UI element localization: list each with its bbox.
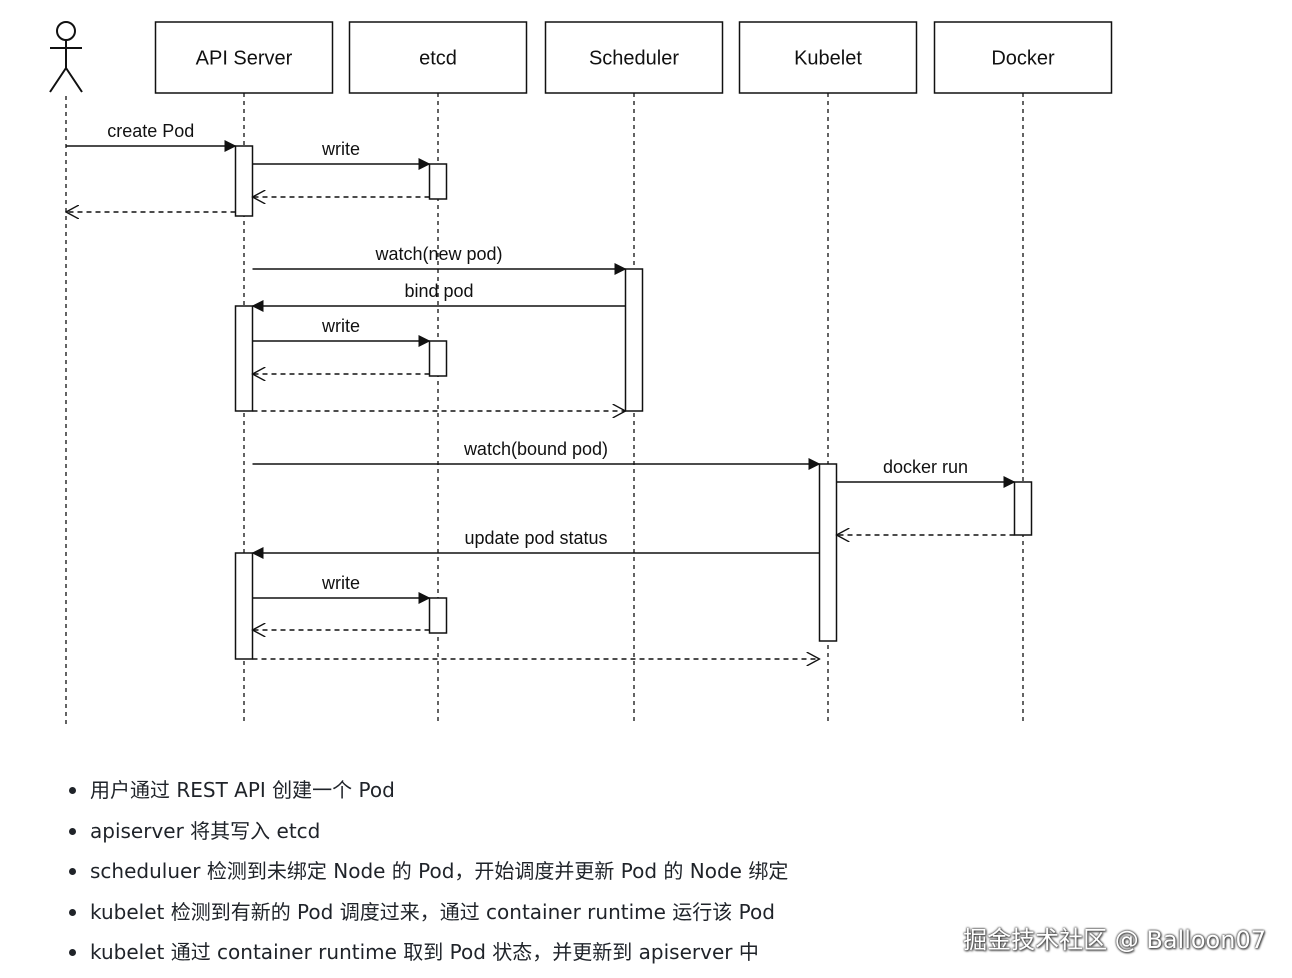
participant-label-etcd: etcd [419, 48, 457, 70]
list-item: 用户通过 REST API 创建一个 Pod [62, 770, 788, 811]
message-label: update pod status [464, 528, 607, 548]
activation-bar-etcd [428, 597, 448, 634]
list-item: kubelet 检测到有新的 Pod 调度过来，通过 container run… [62, 892, 788, 933]
watermark: 掘金技术社区 @ Balloon07 [963, 926, 1266, 954]
participant-box-etcd [348, 21, 528, 94]
participant-label-api: API Server [196, 48, 293, 70]
message-label: bind pod [404, 281, 473, 301]
participant-box-docker [933, 21, 1113, 94]
participant-box-scheduler [544, 21, 724, 94]
message-label: docker run [883, 457, 968, 477]
activation-bar-api [234, 552, 254, 660]
activation-bar-etcd [428, 163, 448, 200]
list-item: scheduluer 检测到未绑定 Node 的 Pod，开始调度并更新 Pod… [62, 851, 788, 892]
message-label: write [321, 139, 360, 159]
list-item: kubelet 通过 container runtime 取到 Pod 状态，并… [62, 932, 788, 973]
message-label: watch(bound pod) [463, 439, 608, 459]
message-label: write [321, 316, 360, 336]
participant-box-kubelet [738, 21, 918, 94]
list-item: apiserver 将其写入 etcd [62, 811, 788, 852]
participant-label-docker: Docker [991, 48, 1055, 70]
activation-bar-docker [1013, 481, 1033, 536]
participant-label-scheduler: Scheduler [589, 48, 679, 70]
explanation-list: 用户通过 REST API 创建一个 Pod apiserver 将其写入 et… [62, 770, 788, 973]
participant-label-kubelet: Kubelet [794, 48, 862, 70]
message-label: write [321, 573, 360, 593]
participant-box-api [154, 21, 334, 94]
message-label: watch(new pod) [374, 244, 502, 264]
actor-user-icon [49, 21, 83, 93]
activation-bar-api [234, 145, 254, 217]
activation-bar-kubelet [818, 463, 838, 642]
activation-bar-scheduler [624, 268, 644, 412]
activation-bar-etcd [428, 340, 448, 377]
activation-bar-api [234, 305, 254, 412]
message-label: create Pod [107, 121, 194, 141]
sequence-diagram: API Server etcd Scheduler Kubelet Docker cre… [49, 21, 1113, 725]
